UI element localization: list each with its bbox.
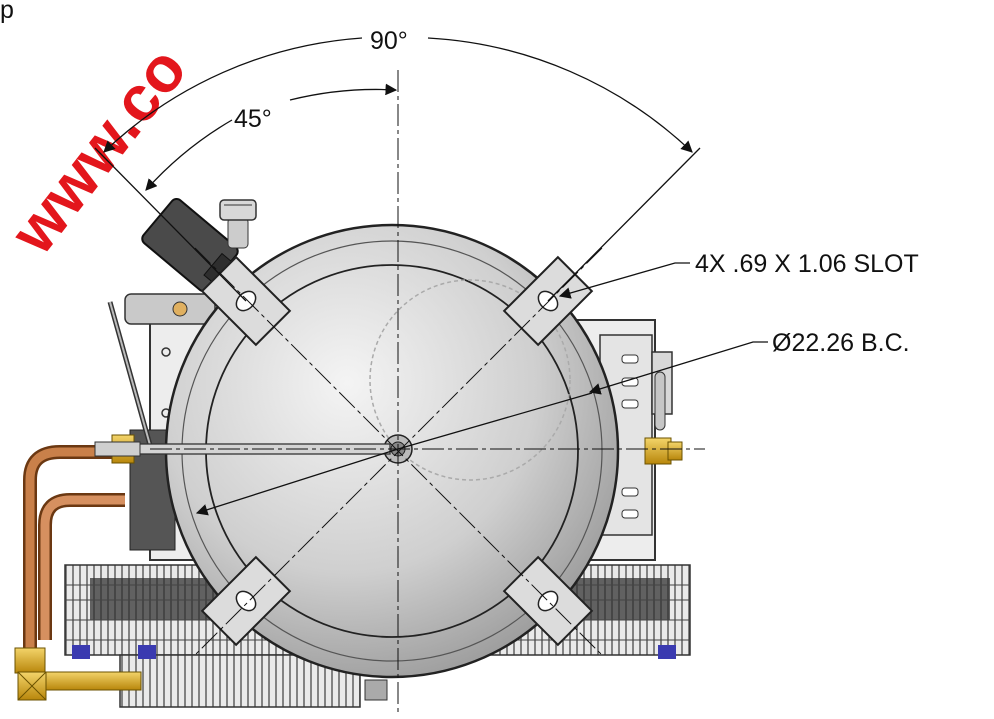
drain-rod — [94, 441, 391, 457]
angle-45-dimension: 45° — [145, 83, 398, 191]
pressure-gauge — [219, 199, 257, 249]
brass-fittings — [14, 434, 683, 701]
angle-45-label: 45° — [234, 105, 272, 133]
page-marker: p — [0, 0, 14, 24]
angle-90-dimension: 90° — [103, 27, 693, 153]
bolt-circle-callout: Ø22.26 B.C. — [195, 329, 910, 516]
center-lines — [150, 70, 705, 712]
copper-lines — [23, 445, 125, 650]
bolt-circle-label: Ø22.26 B.C. — [772, 329, 910, 357]
angle-90-label: 90° — [370, 27, 408, 55]
service-valve — [107, 293, 216, 446]
angle-extension-lines — [94, 147, 701, 302]
mounting-foot-bl — [200, 555, 292, 647]
slot-callout-label: 4X .69 X 1.06 SLOT — [695, 250, 919, 278]
slot-callout: 4X .69 X 1.06 SLOT — [558, 250, 919, 299]
